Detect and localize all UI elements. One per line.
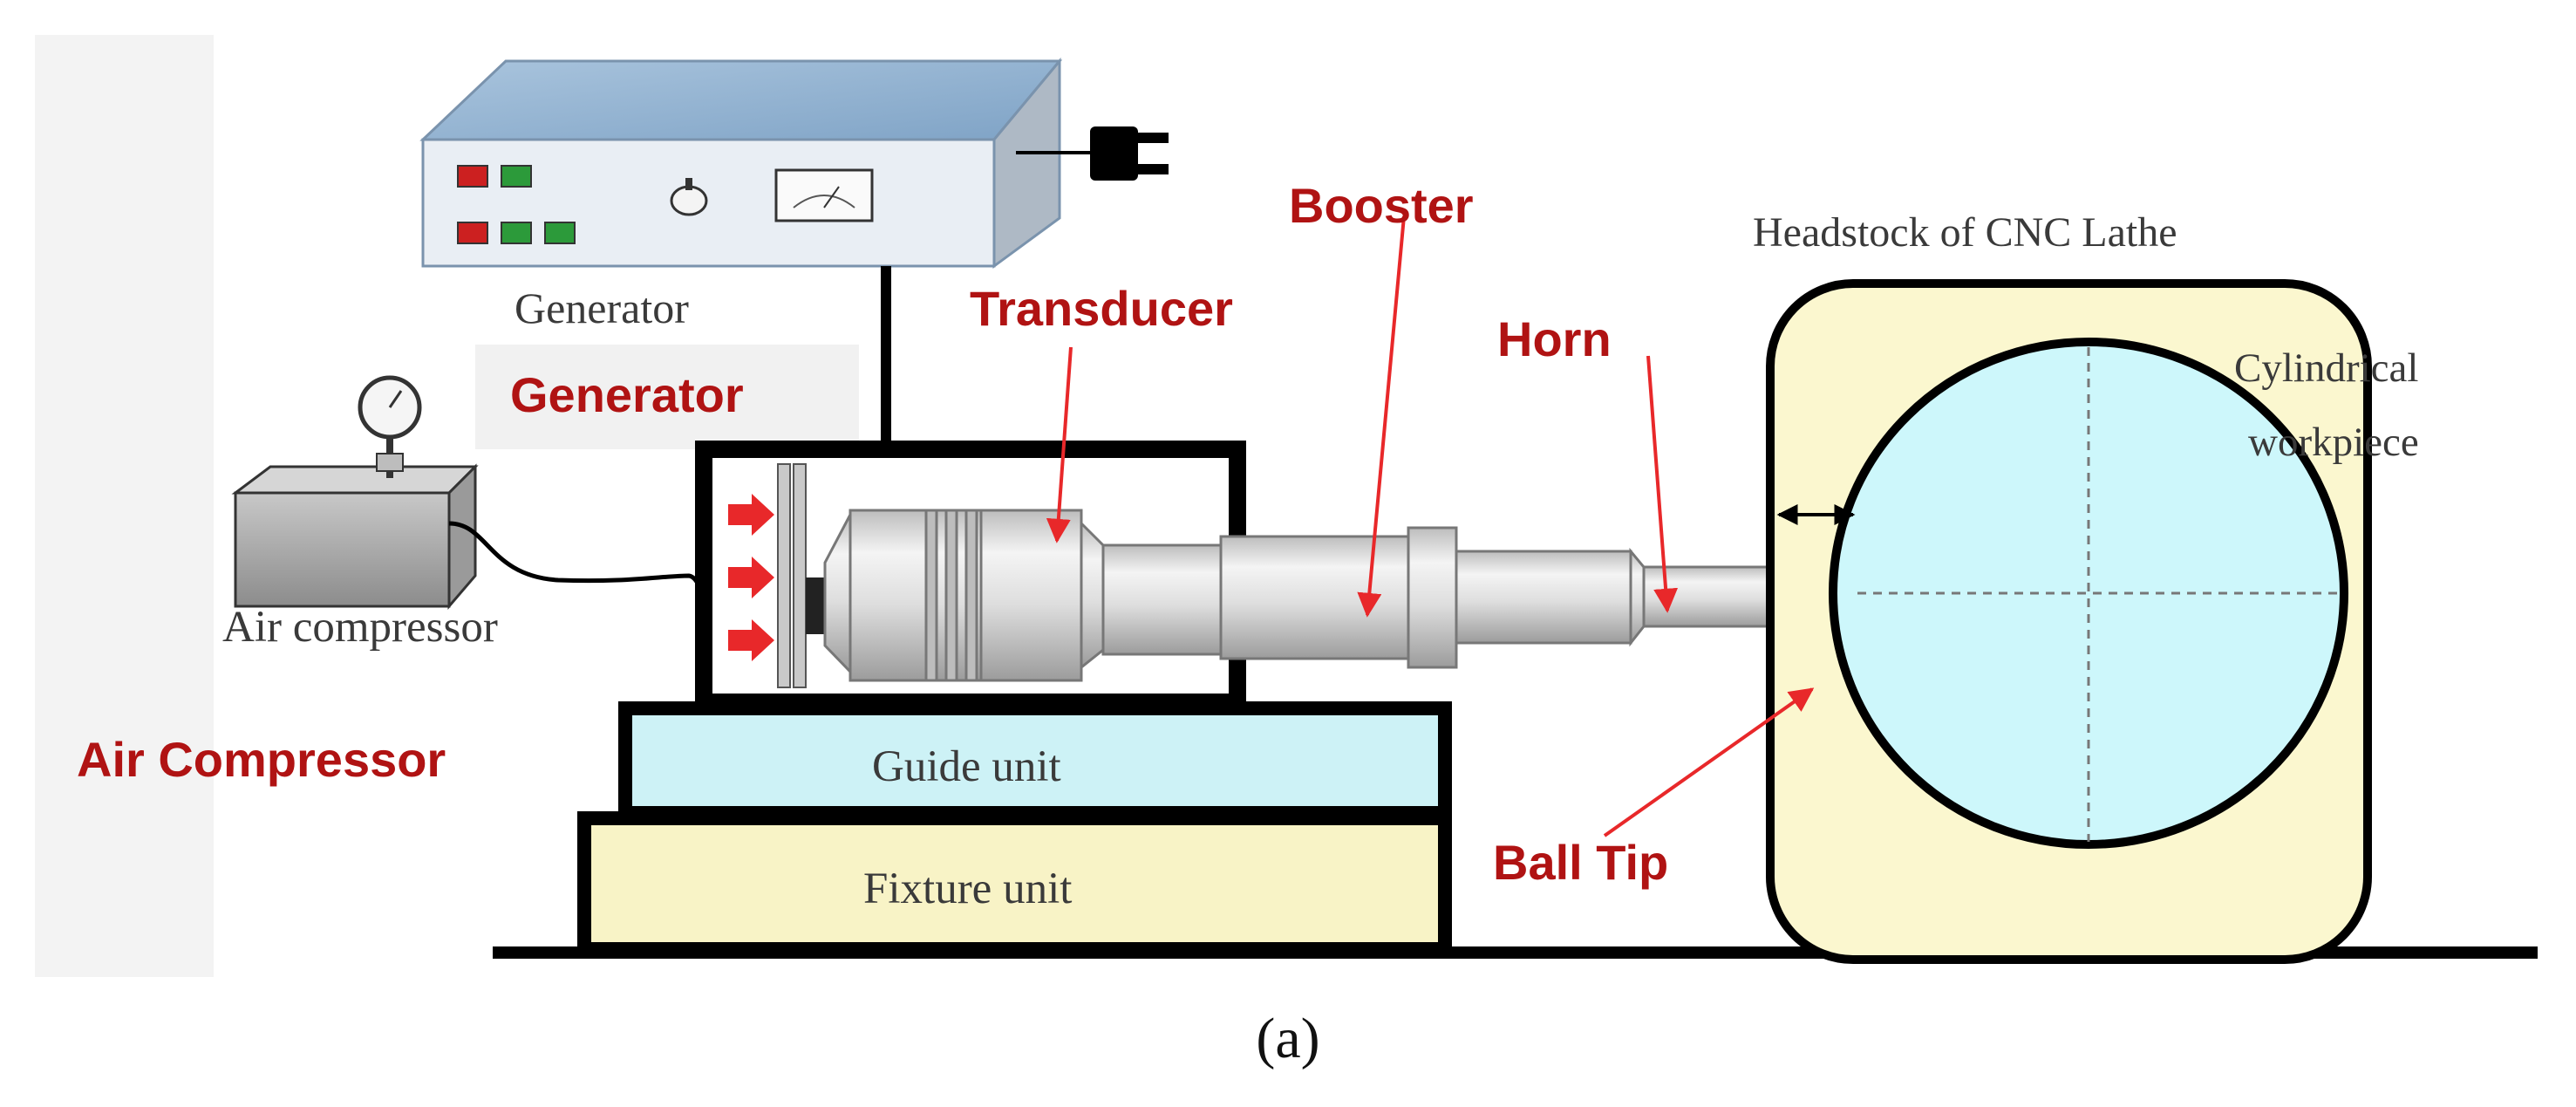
- label-workpiece: workpiece: [2248, 420, 2419, 465]
- generator-cable: [881, 266, 891, 441]
- label-transducer: Transducer: [970, 281, 1233, 336]
- label-cylindrical: Cylindrical: [2234, 345, 2418, 391]
- generator-unit: [419, 57, 1169, 269]
- label-booster: Booster: [1289, 178, 1474, 233]
- transducer-pointer: [1046, 346, 1073, 543]
- ball-tip-pointer: [1603, 687, 1815, 837]
- air-compressor-unit: [231, 375, 479, 611]
- generator-label-backdrop: [475, 345, 859, 449]
- generator-button-green: [501, 222, 532, 244]
- label-headstock: Headstock of CNC Lathe: [1753, 209, 2177, 256]
- label-generator-red: Generator: [510, 367, 744, 422]
- figure-caption: (a): [1256, 1007, 1319, 1070]
- knob-icon: [670, 178, 708, 216]
- plug-icon: [1090, 126, 1169, 181]
- label-air-compressor-red: Air Compressor: [77, 732, 446, 787]
- horn-pointer: [1646, 355, 1679, 613]
- background-panel-left: [35, 35, 214, 977]
- label-generator-small: Generator: [515, 284, 689, 332]
- pressure-gauge-icon: [358, 375, 422, 440]
- label-guide-unit: Guide unit: [872, 742, 1061, 791]
- label-ball-tip: Ball Tip: [1493, 835, 1668, 890]
- air-pressure-arrow-icon: [728, 494, 774, 661]
- fixture-unit-block: [577, 811, 1452, 956]
- booster-pointer: [1357, 215, 1406, 618]
- label-horn: Horn: [1497, 311, 1612, 366]
- generator-button-red: [457, 165, 488, 188]
- label-fixture-unit: Fixture unit: [863, 864, 1072, 913]
- generator-button-green: [501, 165, 532, 188]
- label-air-compressor-small: Air compressor: [222, 603, 498, 652]
- cylindrical-workpiece: [1829, 338, 2348, 849]
- generator-button-red: [457, 222, 488, 244]
- label-pointers: [1046, 215, 1815, 837]
- generator-button-green: [544, 222, 576, 244]
- meter-icon: [774, 168, 874, 222]
